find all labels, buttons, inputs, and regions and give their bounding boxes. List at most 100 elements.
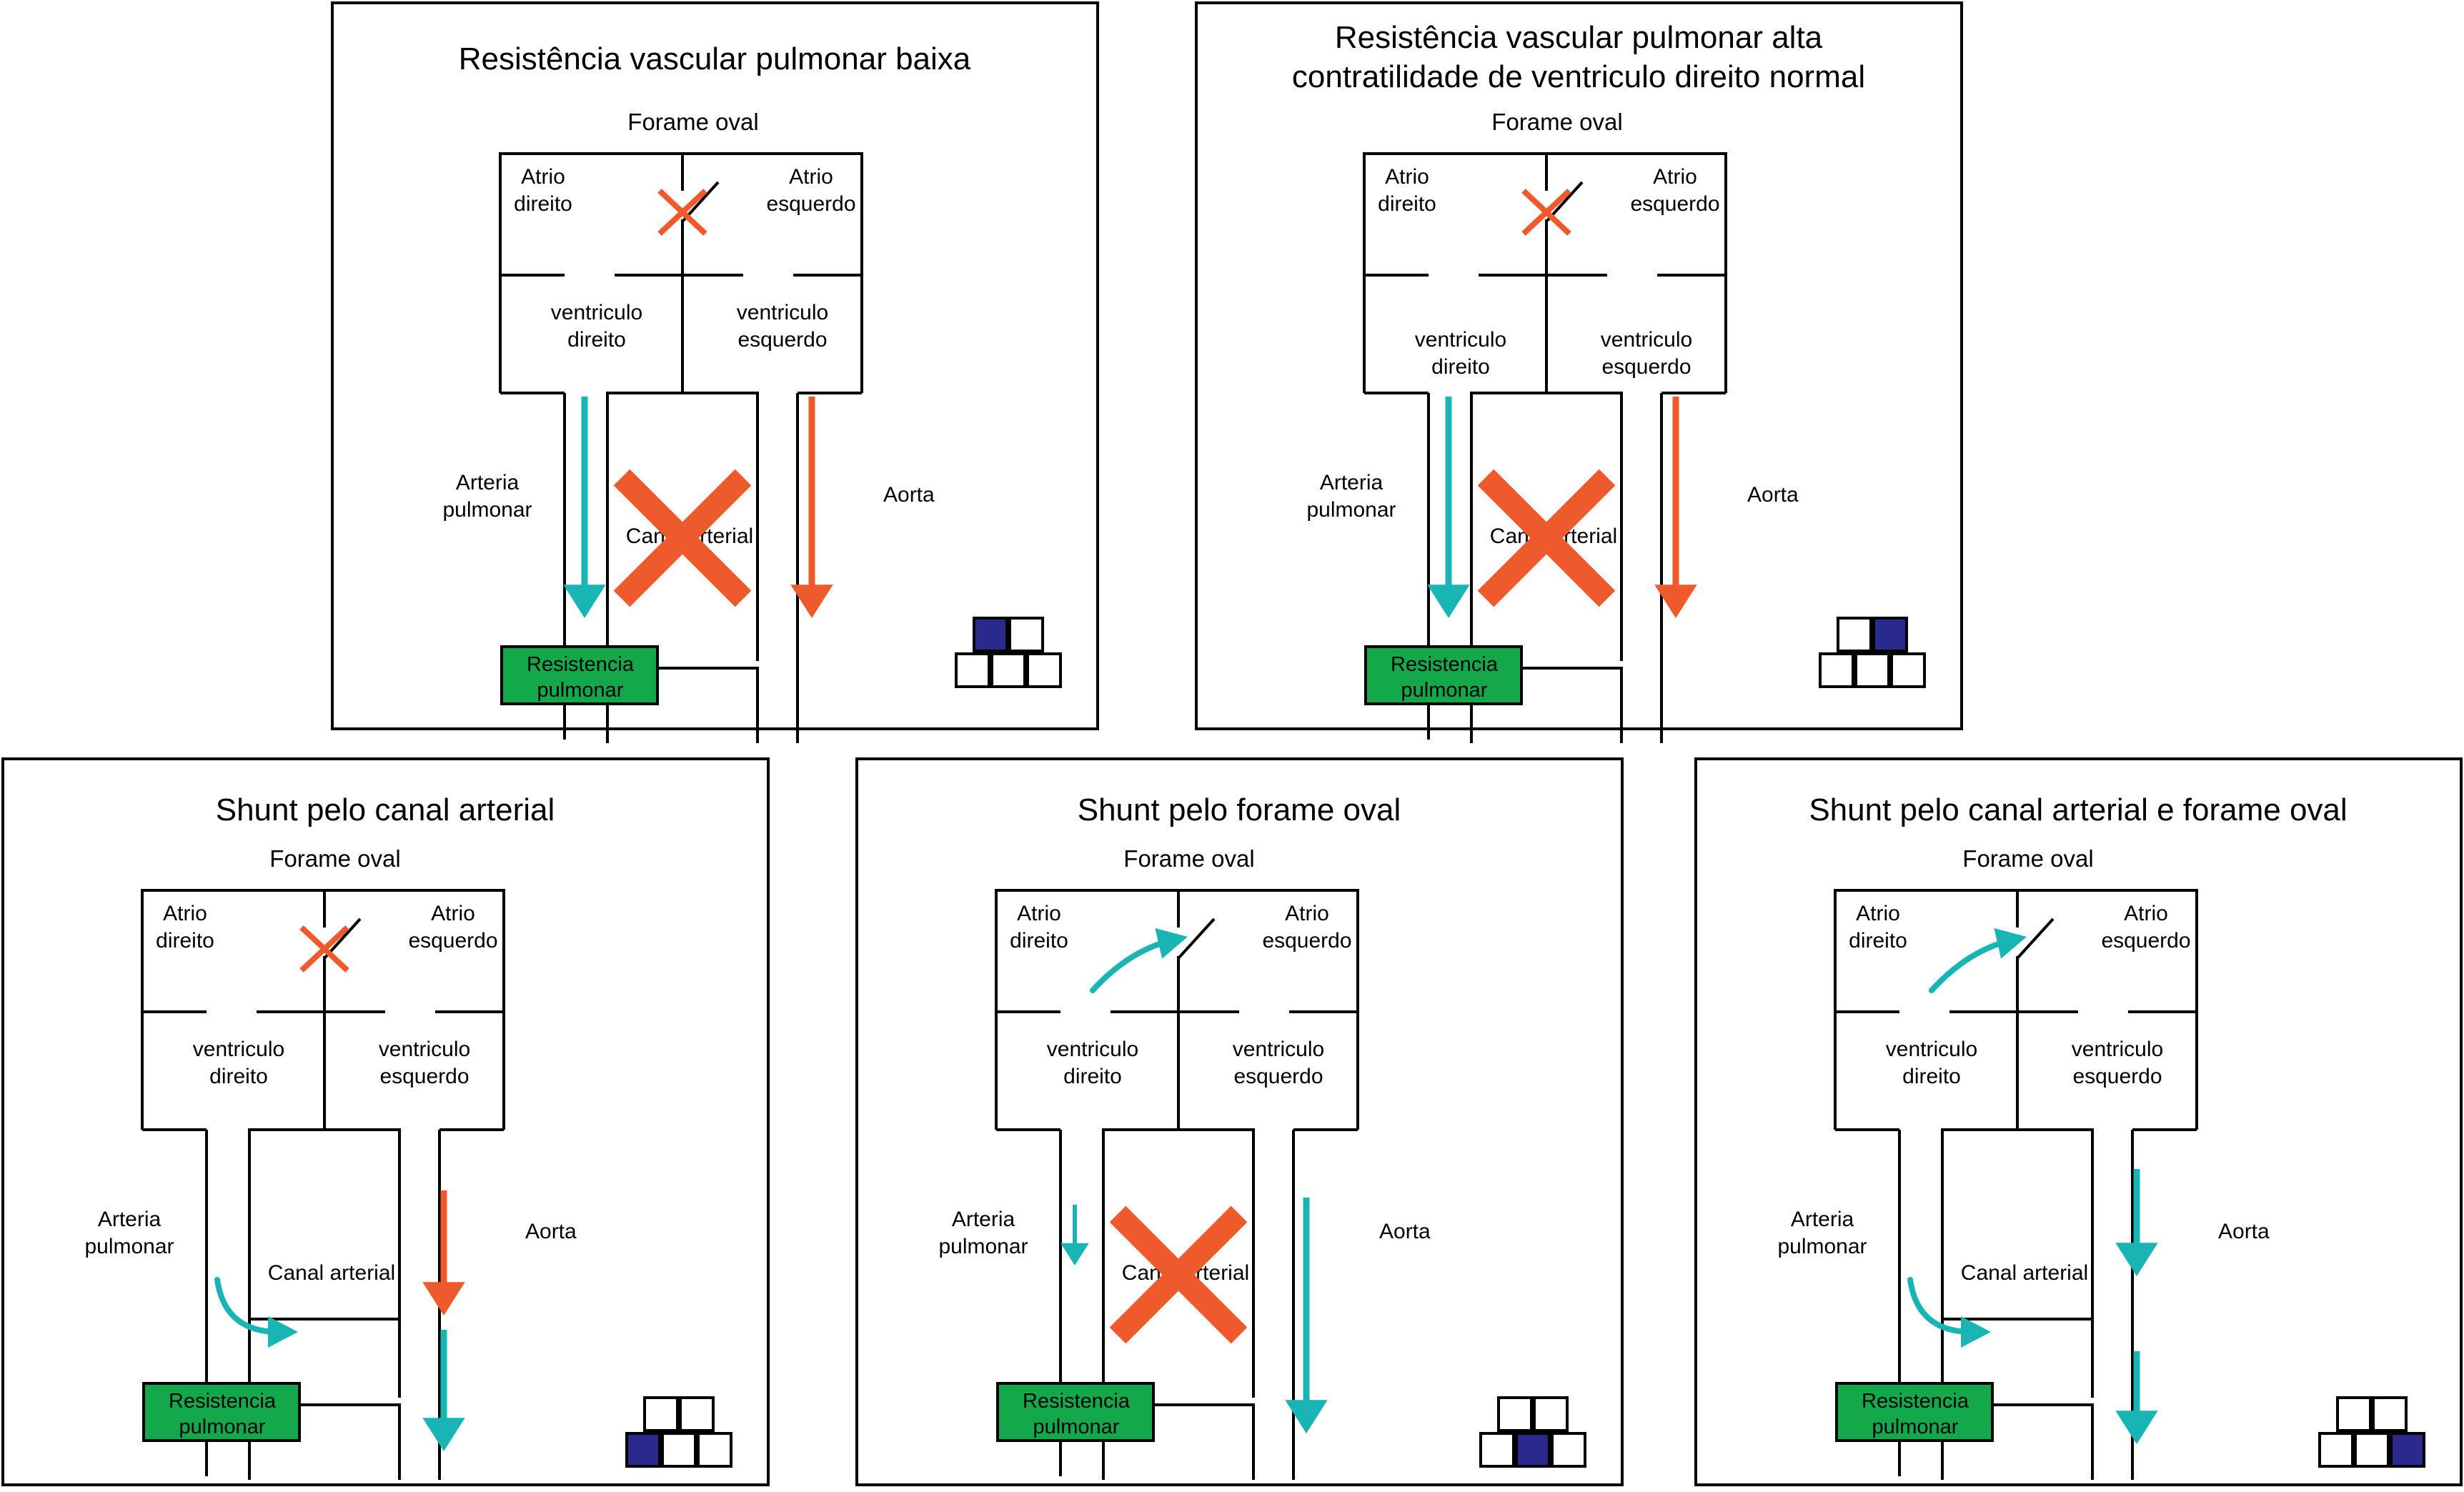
ventriculo-esquerdo-label-line: esquerdo bbox=[1233, 1065, 1323, 1088]
canal-shunt-arrow-shaft bbox=[214, 1277, 277, 1335]
resistencia-label-line: pulmonar bbox=[1033, 1416, 1120, 1438]
state-indicator bbox=[2318, 1396, 2425, 1468]
foramen-shunt-arrow-head bbox=[1994, 927, 2027, 959]
aortic-flow-arrow bbox=[790, 397, 833, 618]
indicator-square bbox=[1837, 617, 1872, 652]
indicator-square bbox=[1872, 617, 1908, 652]
pulmonary-flow-arrow-head bbox=[1060, 1243, 1089, 1265]
indicator-square bbox=[955, 652, 990, 688]
forame-oval-label: Forame oval bbox=[269, 845, 400, 872]
resistencia-fill bbox=[500, 645, 659, 705]
indicator-square bbox=[973, 617, 1008, 652]
indicator-square bbox=[1008, 617, 1044, 652]
aorta-label: Aorta bbox=[1747, 483, 1799, 507]
arteria-pulmonar-label-line: pulmonar bbox=[442, 498, 532, 522]
indicator-square bbox=[1026, 652, 1062, 688]
canal-arterial-cross bbox=[613, 469, 752, 607]
atrio-direito-label-line: direito bbox=[156, 929, 214, 953]
indicator-square bbox=[2336, 1396, 2372, 1432]
canal-arterial-cross bbox=[1109, 1205, 1248, 1344]
ventriculo-esquerdo-label-line: esquerdo bbox=[737, 328, 827, 352]
indicator-square bbox=[643, 1396, 679, 1432]
ventriculo-direito-label-line: direito bbox=[1431, 355, 1490, 379]
atrio-direito-label-line: Atrio bbox=[521, 165, 565, 189]
foramen-flap bbox=[1177, 917, 1216, 960]
atrio-direito-label-line: direito bbox=[1849, 929, 1907, 953]
atrio-esquerdo-label-line: esquerdo bbox=[766, 192, 855, 216]
panel-frame bbox=[1, 757, 770, 1486]
foramen-cross-stroke bbox=[657, 189, 707, 236]
ventriculo-esquerdo-label-line: ventriculo bbox=[737, 301, 828, 324]
atrio-direito-label-line: Atrio bbox=[1856, 902, 1900, 925]
arteria-pulmonar-label-line: Arteria bbox=[1320, 471, 1383, 494]
indicator-square bbox=[1515, 1432, 1551, 1468]
aortic-flow-arrow bbox=[2115, 1169, 2158, 1276]
ventriculo-esquerdo-label: ventriculo esquerdo bbox=[379, 1038, 470, 1088]
resistencia-fill bbox=[996, 1382, 1155, 1442]
panel-title: Resistência vascular pulmonar alta bbox=[1335, 20, 1823, 55]
canal-box bbox=[1941, 1128, 2094, 1358]
canal-arterial-cross bbox=[1477, 469, 1616, 607]
ventriculo-esquerdo-label-line: ventriculo bbox=[2072, 1038, 2163, 1061]
pulmonary-flow-arrow bbox=[1060, 1205, 1089, 1265]
indicator-square bbox=[661, 1432, 697, 1468]
foramen-cross bbox=[299, 925, 349, 973]
ventriculo-esquerdo-label: ventriculo esquerdo bbox=[2072, 1038, 2163, 1088]
aortic-flow-arrow bbox=[422, 1190, 465, 1316]
aortic-flow-arrow-head bbox=[790, 585, 833, 618]
indicator-square bbox=[1819, 652, 1854, 688]
canal-shunt-arrow-head bbox=[1961, 1316, 1991, 1348]
canal-shunt-arrow-shaft bbox=[1907, 1277, 1970, 1335]
panel-shunt-ambos: Shunt pelo canal arterial e forame ovalF… bbox=[1694, 757, 2463, 1486]
ventriculo-esquerdo-label: ventriculo esquerdo bbox=[737, 301, 828, 352]
resistencia-pulmonar-box: Resistencia pulmonar bbox=[996, 1382, 1155, 1442]
atrio-esquerdo-label-line: esquerdo bbox=[2101, 929, 2190, 953]
pulmonary-flow-arrow bbox=[563, 397, 606, 618]
canal-box bbox=[606, 392, 759, 622]
resistencia-label-line: Resistencia bbox=[169, 1390, 277, 1413]
atrio-esquerdo-label-line: esquerdo bbox=[1630, 192, 1719, 216]
panel-frame bbox=[1694, 757, 2463, 1486]
canal-arterial-cross-stroke bbox=[1477, 469, 1616, 607]
canal-shunt-arrow bbox=[214, 1277, 298, 1348]
ventriculo-direito-label-line: direito bbox=[209, 1065, 268, 1088]
forame-oval-label: Forame oval bbox=[1962, 845, 2093, 872]
indicator-square bbox=[2318, 1432, 2354, 1468]
ventriculo-esquerdo-label-line: esquerdo bbox=[2072, 1065, 2162, 1088]
foramen-shunt-arrow bbox=[1090, 927, 1188, 993]
foramen-shunt-arrow bbox=[1929, 927, 2027, 993]
foramen-cross bbox=[657, 189, 707, 236]
arteria-pulmonar-label-line: pulmonar bbox=[84, 1235, 174, 1258]
indicator-square bbox=[990, 652, 1026, 688]
ventriculo-esquerdo-label-line: esquerdo bbox=[379, 1065, 469, 1088]
foramen-shunt-arrow-head bbox=[1155, 927, 1188, 959]
ventriculo-esquerdo-label-line: ventriculo bbox=[379, 1038, 470, 1061]
indicator-square bbox=[625, 1432, 661, 1468]
aortic-flow-arrow bbox=[2115, 1351, 2158, 1444]
resistencia-label-line: Resistencia bbox=[1391, 653, 1499, 676]
state-indicator bbox=[955, 617, 1062, 688]
ventriculo-direito-label-line: ventriculo bbox=[1415, 328, 1506, 352]
resistencia-label-line: Resistencia bbox=[1023, 1390, 1131, 1413]
ventriculo-direito-label-line: ventriculo bbox=[1886, 1038, 1977, 1061]
foramen-cross-stroke bbox=[1521, 189, 1571, 236]
resistencia-label-line: Resistencia bbox=[1862, 1390, 1969, 1413]
aorta-label: Aorta bbox=[883, 483, 935, 507]
